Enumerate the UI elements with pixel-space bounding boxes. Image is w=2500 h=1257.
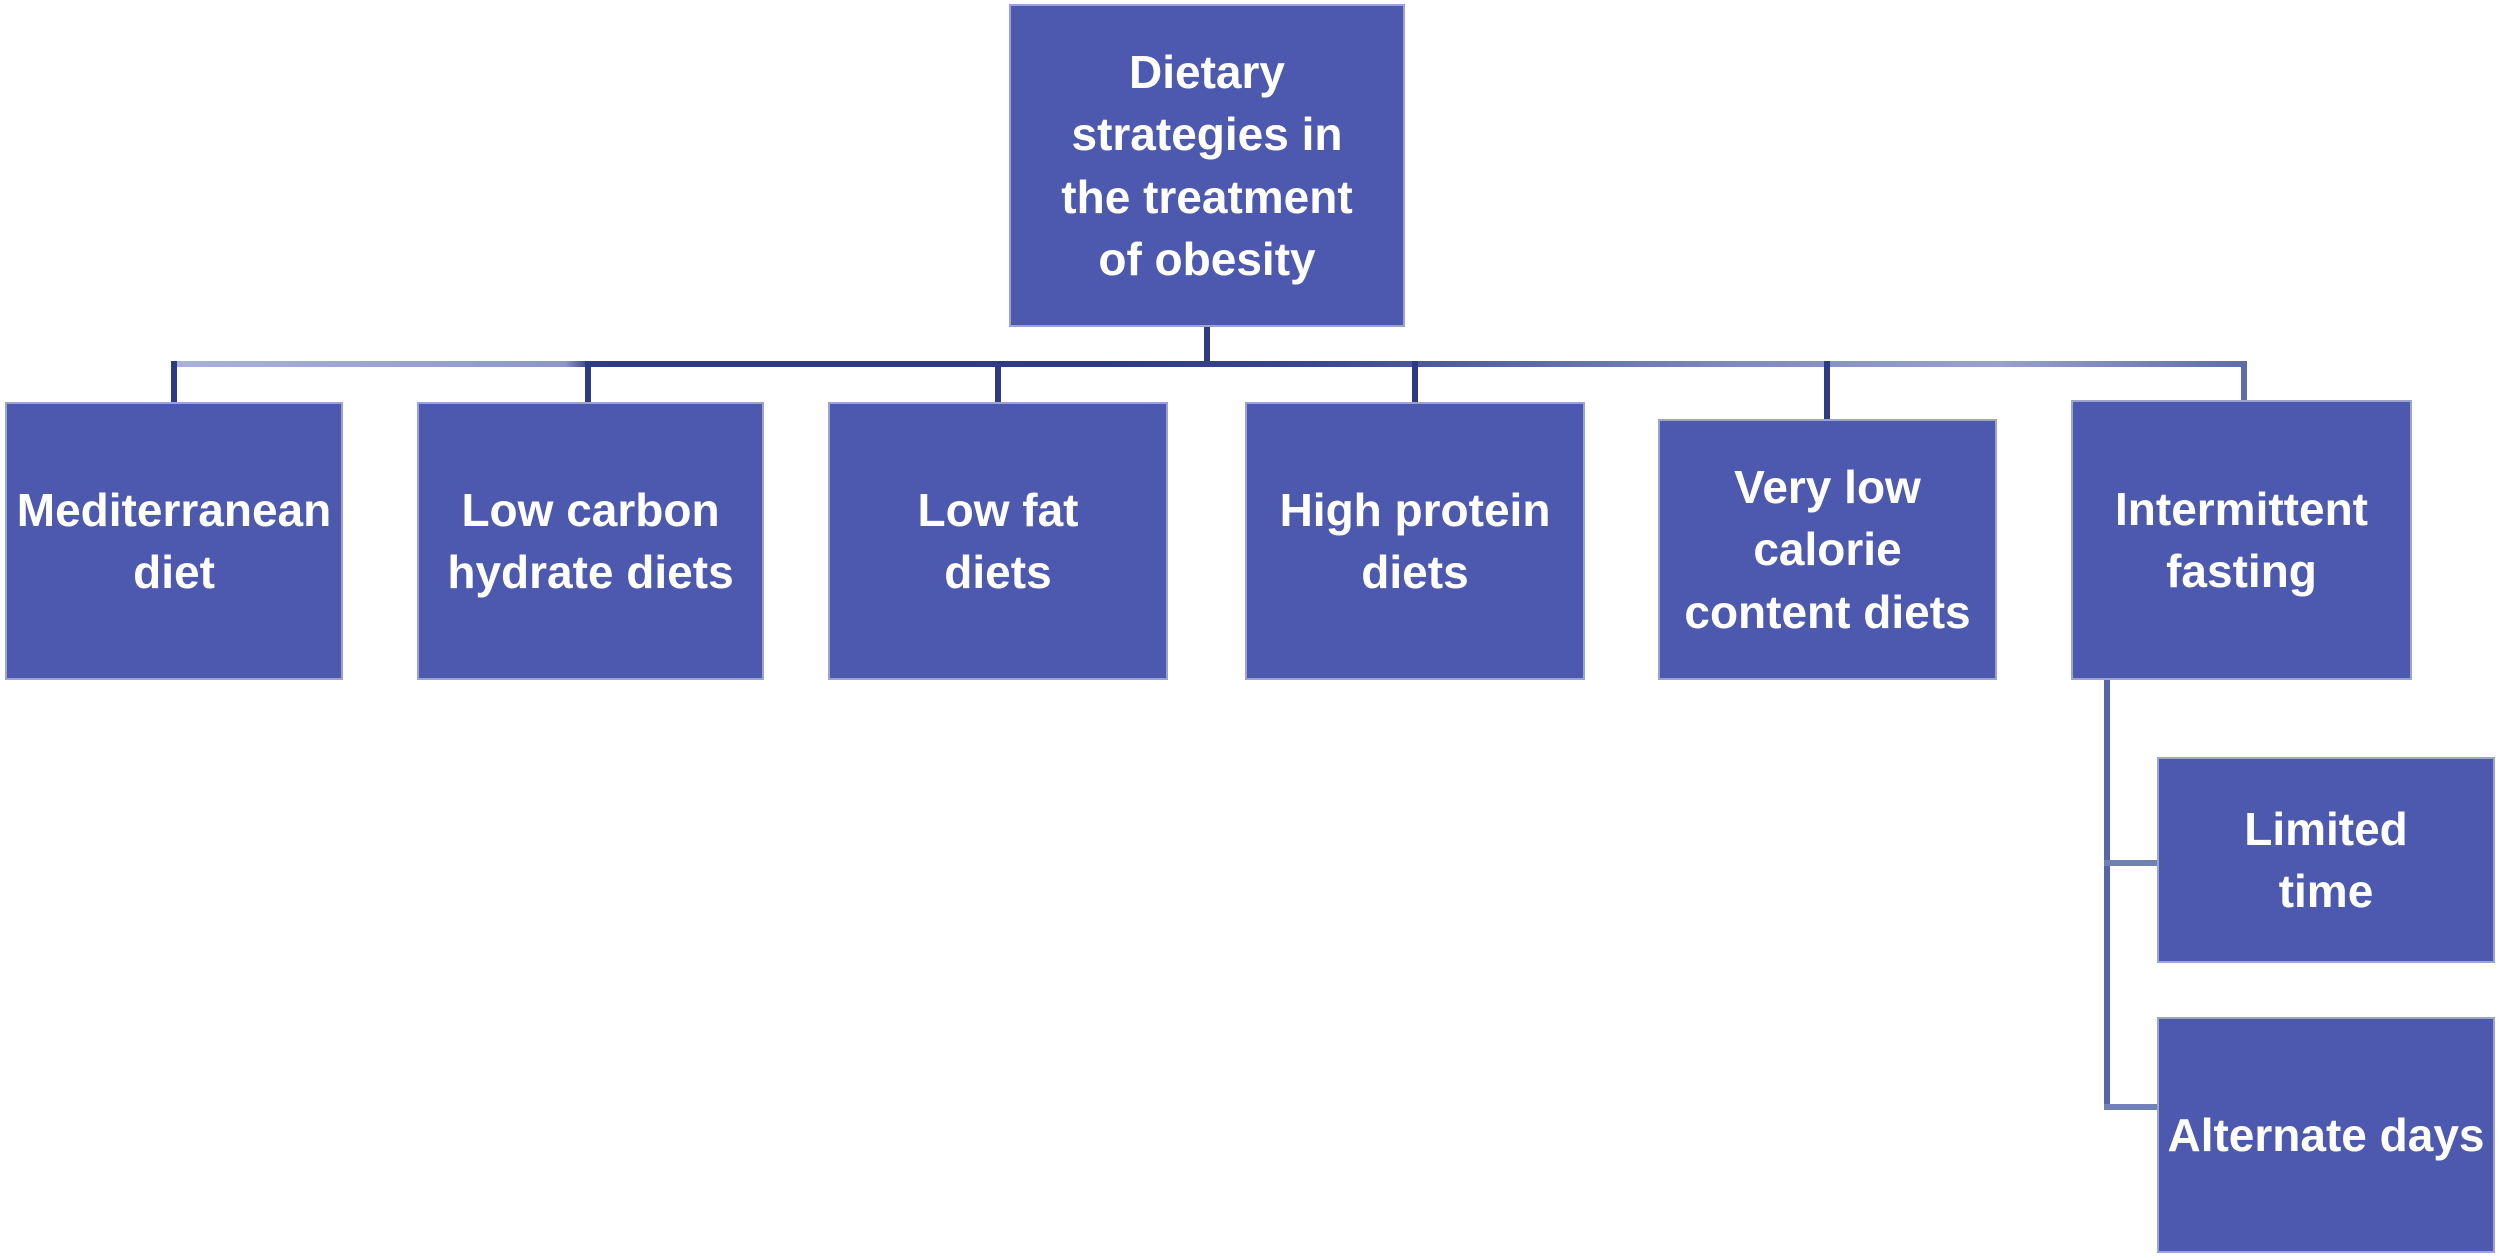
connector-horizontal-bus bbox=[171, 361, 2247, 367]
node-mediterranean-diet: Mediterranean diet bbox=[5, 402, 343, 680]
node-high-protein-diets: High protein diets bbox=[1245, 402, 1585, 680]
node-limited-time: Limited time bbox=[2157, 757, 2495, 963]
connector-drop-intermittent-fasting bbox=[2241, 361, 2247, 402]
node-very-low-calorie-content-diets: Very low calorie content diets bbox=[1658, 419, 1997, 680]
node-intermittent-fasting: Intermittent fasting bbox=[2071, 400, 2412, 680]
connector-drop-low-carbon bbox=[585, 361, 591, 404]
connector-drop-low-fat bbox=[995, 361, 1001, 404]
connector-branch-limited-time bbox=[2104, 860, 2159, 866]
node-alternate-days: Alternate days bbox=[2157, 1017, 2495, 1253]
connector-intermittent-fasting-vertical bbox=[2104, 680, 2110, 1110]
node-low-carbon-hydrate-diets: Low carbon hydrate diets bbox=[417, 402, 764, 680]
connector-branch-alternate-days bbox=[2104, 1104, 2159, 1110]
connector-drop-high-protein bbox=[1412, 361, 1418, 404]
connector-drop-very-low-calorie bbox=[1824, 361, 1830, 421]
node-low-fat-diets: Low fat diets bbox=[828, 402, 1168, 680]
connector-drop-mediterranean bbox=[171, 361, 177, 404]
node-root-dietary-strategies: Dietary strategies in the treatment of o… bbox=[1009, 4, 1405, 327]
connector-root-drop bbox=[1204, 327, 1210, 363]
